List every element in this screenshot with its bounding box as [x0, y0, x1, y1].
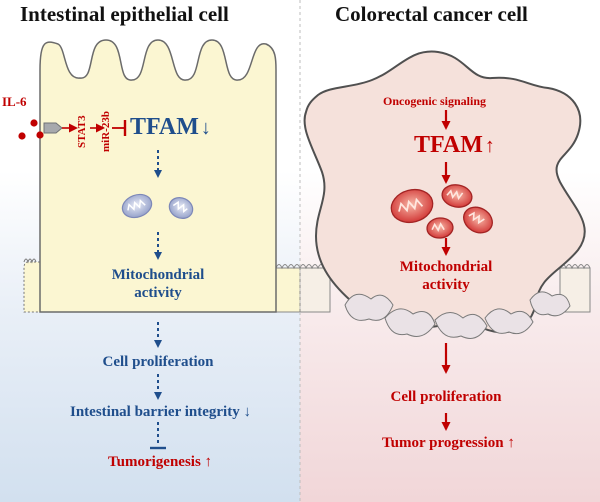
mito-activity-cancer-line2: activity [422, 277, 470, 293]
tfam-up-arrow-icon: ↑ [484, 135, 495, 157]
tumor-progression-label: Tumor progression ↑ [382, 435, 515, 452]
neighbor-cells-left [23, 258, 41, 313]
cell-proliferation-normal-label: Cell proliferation [102, 354, 214, 370]
stat3-label: STAT3 [76, 115, 88, 148]
tfam-normal-label: TFAM↓ [130, 114, 211, 141]
mitochondria-normal [121, 193, 194, 219]
tumorigenesis-text: Tumorigenesis [108, 454, 201, 470]
barrier-down-arrow-icon: ↓ [243, 404, 251, 420]
tumor-progression-text: Tumor progression [382, 435, 504, 451]
cell-proliferation-cancer-label: Cell proliferation [390, 389, 502, 405]
tfam-cancer-label: TFAM↑ [414, 132, 495, 159]
normal-pathway-arrows [150, 150, 166, 450]
barrier-integrity-text: Intestinal barrier integrity [70, 404, 240, 420]
tumor-progression-up-arrow-icon: ↑ [507, 435, 515, 451]
tfam-down-arrow-icon: ↓ [200, 117, 211, 139]
il6-receptor-icon [43, 122, 63, 134]
mitochondria-cancer [390, 184, 493, 239]
mito-activity-cancer-line1: Mitochondrial [399, 259, 493, 275]
title-cancer: Colorectal cancer cell [335, 2, 528, 26]
il6-signaling [18, 119, 127, 140]
title-normal: Intestinal epithelial cell [20, 2, 229, 26]
barrier-integrity-label: Intestinal barrier integrity ↓ [70, 404, 251, 421]
oncogenic-signaling-label: Oncogenic signaling [383, 94, 487, 108]
mito-activity-normal-label: Mitochondrial activity [98, 266, 218, 302]
neighbor-cells-middle [269, 264, 331, 313]
tumorigenesis-label: Tumorigenesis ↑ [108, 454, 212, 471]
tumorigenesis-up-arrow-icon: ↑ [204, 454, 213, 470]
tumor-mass-bumps [344, 291, 571, 339]
tfam-cancer-text: TFAM [414, 132, 483, 158]
mir23b-label: miR-23b [100, 111, 112, 152]
il6-label: IL-6 [2, 94, 27, 109]
mito-activity-cancer-label: Mitochondrial activity [386, 258, 506, 294]
mito-activity-normal-line1: Mitochondrial [111, 267, 205, 283]
mito-activity-normal-line2: activity [134, 285, 182, 301]
tfam-normal-text: TFAM [130, 114, 199, 140]
